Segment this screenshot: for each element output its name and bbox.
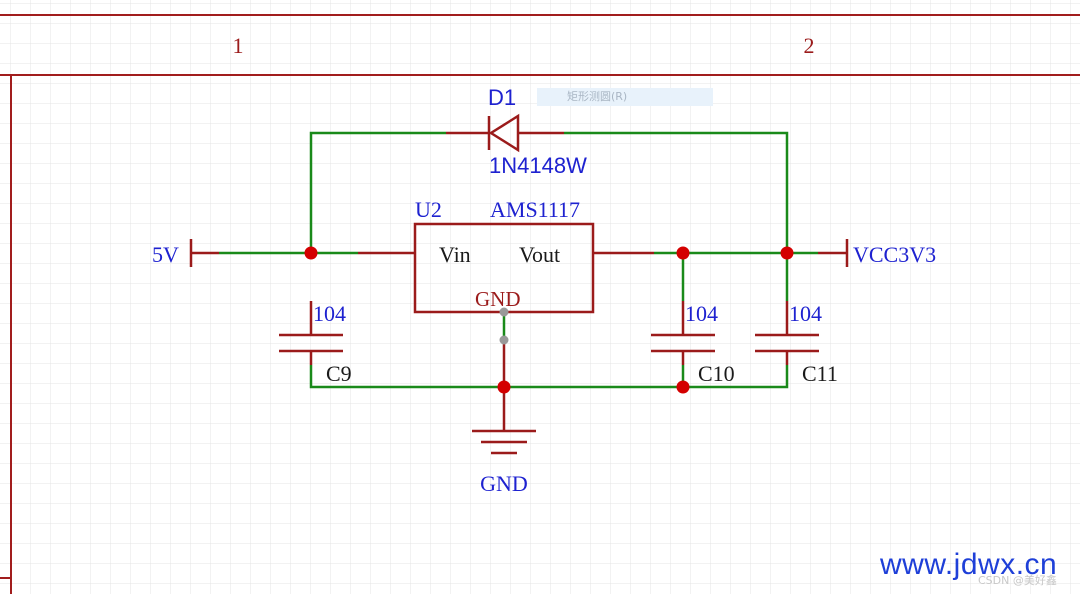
junctions [304,246,794,394]
regulator-pin-vin: Vin [439,242,471,267]
capacitor-c11-value: 104 [789,301,822,326]
capacitor-c11-designator: C11 [802,361,838,386]
watermark-site: www.jdwx.cn [880,548,1058,581]
port-vcc3v3-label: VCC3V3 [853,242,936,267]
watermark-mark: CSDN @美好鑫 [978,574,1057,587]
zone-label-1: 1 [233,33,244,58]
capacitor-c9[interactable] [279,301,343,365]
hover-tooltip: 矩形测圆(R) [537,88,713,106]
port-5v[interactable] [189,239,219,267]
junction-dot [304,246,318,260]
pin-dot [499,335,509,345]
diode-value: 1N4148W [489,153,587,178]
ground-label: GND [480,471,528,496]
regulator-pin-vout: Vout [519,242,560,267]
capacitor-c10[interactable] [651,301,715,365]
junction-dot [497,380,511,394]
port-5v-label: 5V [152,242,179,267]
capacitor-c11[interactable] [755,301,819,365]
capacitor-c9-designator: C9 [326,361,352,386]
diode-d1[interactable] [446,113,564,153]
regulator-designator: U2 [415,197,442,222]
junction-dot [676,246,690,260]
zone-label-2: 2 [804,33,815,58]
regulator-pin-gnd: GND [475,287,521,311]
junction-dot [780,246,794,260]
diode-designator: D1 [488,85,516,110]
regulator-value: AMS1117 [490,197,580,222]
capacitor-c10-designator: C10 [698,361,735,386]
pin-dot [499,307,509,317]
capacitor-c10-value: 104 [685,301,718,326]
sheet-border [0,14,1080,594]
capacitor-c9-value: 104 [313,301,346,326]
junction-dot [676,380,690,394]
pin-markers [499,307,509,345]
port-vcc3v3[interactable] [818,239,849,267]
